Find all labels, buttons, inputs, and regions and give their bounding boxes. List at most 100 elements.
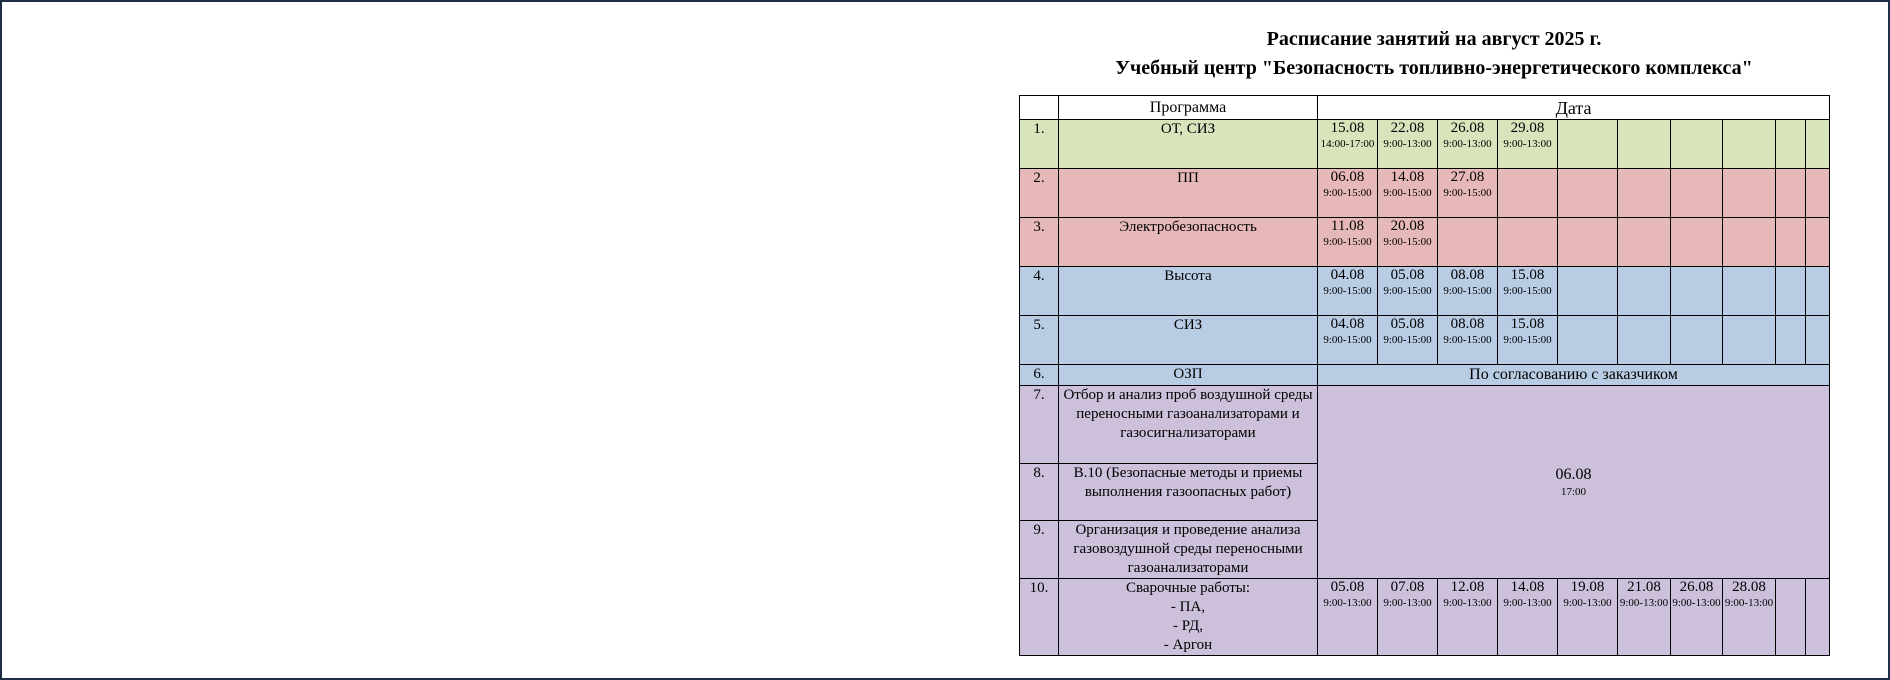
date-cell: [1557, 315, 1618, 365]
time-value: 9:00-15:00: [1503, 334, 1552, 346]
date-value: 15.08: [1510, 267, 1545, 284]
time-value: 9:00-13:00: [1323, 597, 1372, 609]
date-cell: [1617, 315, 1671, 365]
row-number: 9.: [1019, 520, 1059, 579]
date-cell: [1617, 217, 1671, 267]
program-line: - ПА,: [1170, 599, 1206, 615]
date-cell: [1722, 266, 1776, 316]
row-number: 10.: [1019, 578, 1059, 656]
time-value: 9:00-13:00: [1672, 597, 1721, 609]
date-value: 26.08: [1450, 120, 1485, 137]
time-value: 9:00-15:00: [1323, 334, 1372, 346]
header-program: Программа: [1058, 95, 1318, 120]
row-number: 5.: [1019, 315, 1059, 365]
date-cell: [1775, 266, 1806, 316]
date-value: 20.08: [1390, 218, 1425, 235]
row-number: 6.: [1019, 364, 1059, 386]
row-number: 1.: [1019, 119, 1059, 169]
table-row: 9.Организация и проведение анализа газов…: [1019, 520, 1830, 579]
time-value: 17:00: [1560, 486, 1587, 498]
date-value: 04.08: [1330, 316, 1365, 333]
date-value: 28.08: [1732, 579, 1766, 596]
date-cell: [1670, 217, 1723, 267]
time-value: 9:00-15:00: [1443, 285, 1492, 297]
time-value: 9:00-15:00: [1443, 334, 1492, 346]
time-value: 9:00-15:00: [1383, 187, 1432, 199]
header-row: Программа Дата: [1019, 95, 1831, 120]
row-number: 8.: [1019, 463, 1059, 521]
row-number: 2.: [1019, 168, 1059, 218]
date-cell: [1804, 217, 1831, 267]
date-cell: [1804, 119, 1831, 169]
date-cell: [1557, 266, 1618, 316]
time-value: 9:00-13:00: [1503, 138, 1552, 150]
time-value: 9:00-15:00: [1383, 285, 1432, 297]
program-line: - Аргон: [1163, 637, 1213, 653]
time-value: 9:00-13:00: [1383, 138, 1432, 150]
date-value: 27.08: [1450, 169, 1485, 186]
date-value: 14.08: [1390, 169, 1425, 186]
date-value: 29.08: [1510, 120, 1545, 137]
schedule-subtitle: Учебный центр "Безопасность топливно-эне…: [1115, 57, 1753, 79]
date-cell: [1804, 578, 1831, 656]
time-value: 9:00-15:00: [1383, 236, 1432, 248]
time-value: 9:00-13:00: [1443, 138, 1492, 150]
header-date: Дата: [1316, 95, 1831, 120]
row-number: 4.: [1019, 266, 1059, 316]
program-name: ПП: [1058, 168, 1318, 218]
program-line: Сварочные работы:: [1125, 580, 1251, 596]
time-value: 9:00-15:00: [1323, 187, 1372, 199]
date-cell: [1670, 266, 1723, 316]
program-name: СИЗ: [1058, 315, 1318, 365]
table-row: 7.Отбор и анализ проб воздушной среды пе…: [1019, 385, 1831, 579]
date-cell: [1722, 315, 1776, 365]
date-value: 07.08: [1390, 579, 1425, 596]
program-line: - РД,: [1173, 618, 1203, 634]
date-cell: [1497, 217, 1558, 267]
date-value: 15.08: [1330, 120, 1365, 137]
time-value: 9:00-15:00: [1323, 236, 1372, 248]
date-cell: [1557, 168, 1618, 218]
date-cell: [1670, 119, 1723, 169]
date-value: 04.08: [1330, 267, 1365, 284]
program-name: ОТ, СИЗ: [1058, 119, 1318, 169]
schedule-titles: Расписание занятий на август 2025 г. Уче…: [1020, 25, 1848, 83]
date-cell: [1670, 168, 1723, 218]
time-value: 9:00-13:00: [1383, 597, 1432, 609]
date-value: 05.08: [1330, 579, 1365, 596]
date-cell: [1775, 578, 1806, 656]
time-value: 9:00-15:00: [1503, 285, 1552, 297]
date-cell: [1804, 315, 1831, 365]
row-number: 3.: [1019, 217, 1059, 267]
agreement-note: По согласованию с заказчиком: [1316, 364, 1831, 386]
date-cell: [1804, 168, 1831, 218]
program-name: Высота: [1058, 266, 1318, 316]
date-cell: [1775, 315, 1806, 365]
header-num: [1019, 95, 1059, 120]
date-value: 14.08: [1510, 579, 1545, 596]
date-cell: [1437, 217, 1498, 267]
time-value: 9:00-13:00: [1503, 597, 1552, 609]
